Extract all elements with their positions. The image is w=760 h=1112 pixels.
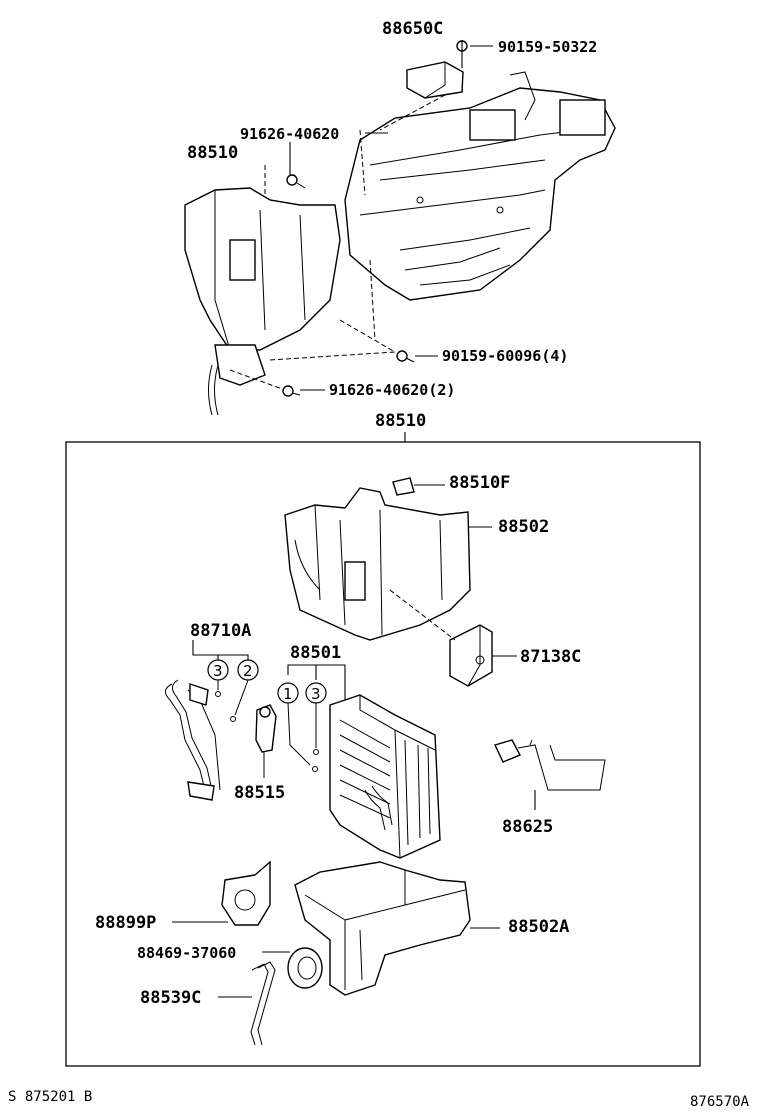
case-88502-drawing bbox=[284, 487, 492, 641]
guide-line bbox=[269, 351, 396, 361]
evaporator-88501-drawing bbox=[329, 694, 441, 859]
label-90159-50322: 90159-50322 bbox=[498, 38, 597, 56]
label-88899P: 88899P bbox=[95, 913, 156, 933]
case-88502A-drawing bbox=[294, 861, 500, 996]
footer-code-right: 876570A bbox=[690, 1094, 750, 1110]
leader-line bbox=[287, 702, 311, 766]
label-88710A: 88710A bbox=[190, 621, 251, 641]
o-ring bbox=[215, 691, 221, 697]
thermistor-88625-drawing bbox=[494, 739, 606, 810]
unit-88510-top-drawing bbox=[184, 174, 341, 416]
packing-88899P-drawing bbox=[172, 860, 271, 926]
leader-line bbox=[234, 679, 249, 716]
ref-circle-1-text: 1 bbox=[283, 685, 293, 703]
seal-88469-37060-drawing bbox=[262, 947, 323, 989]
label-88469-37060: 88469-37060 bbox=[137, 944, 236, 962]
hose-88539C-drawing bbox=[218, 961, 276, 1046]
label-88502A: 88502A bbox=[508, 917, 569, 937]
label-88625: 88625 bbox=[502, 817, 553, 837]
valve-88515-drawing bbox=[255, 704, 277, 778]
guide-line bbox=[359, 129, 366, 196]
connector-88510F-drawing bbox=[392, 477, 445, 496]
guide-line bbox=[369, 259, 376, 341]
label-88510-top: 88510 bbox=[187, 143, 238, 163]
label-91626-40620-top: 91626-40620 bbox=[240, 125, 339, 143]
actuator-88650C-drawing bbox=[406, 40, 468, 99]
guide-line bbox=[229, 369, 286, 391]
label-88502: 88502 bbox=[498, 517, 549, 537]
label-87138C: 87138C bbox=[520, 647, 581, 667]
guide-line bbox=[339, 319, 396, 353]
bolt-90159-60096-drawing bbox=[396, 350, 415, 363]
label-88515: 88515 bbox=[234, 783, 285, 803]
label-91626-40620-2: 91626-40620(2) bbox=[329, 381, 455, 399]
resistor-87138C-drawing bbox=[389, 589, 517, 687]
label-88539C: 88539C bbox=[140, 988, 201, 1008]
o-ring bbox=[230, 716, 236, 722]
main-housing-drawing bbox=[344, 71, 616, 301]
label-88650C: 88650C bbox=[382, 19, 443, 39]
label-88510-box: 88510 bbox=[375, 411, 426, 431]
label-88510F: 88510F bbox=[449, 473, 510, 493]
footer-code-left: S 875201 B bbox=[8, 1089, 92, 1105]
ref-circle-2-text: 2 bbox=[243, 662, 253, 680]
exploded-view-frame bbox=[65, 441, 701, 1067]
label-88501: 88501 bbox=[290, 643, 341, 663]
o-ring bbox=[313, 749, 319, 755]
ref-circle-3-text: 3 bbox=[213, 662, 223, 680]
pipe-88710A-drawing bbox=[165, 679, 221, 801]
guide-line bbox=[379, 94, 446, 131]
ref-circle-3b-text: 3 bbox=[311, 685, 321, 703]
o-ring bbox=[312, 766, 318, 772]
label-90159-60096: 90159-60096(4) bbox=[442, 347, 568, 365]
bolt-91626-40620-drawing bbox=[282, 385, 301, 397]
